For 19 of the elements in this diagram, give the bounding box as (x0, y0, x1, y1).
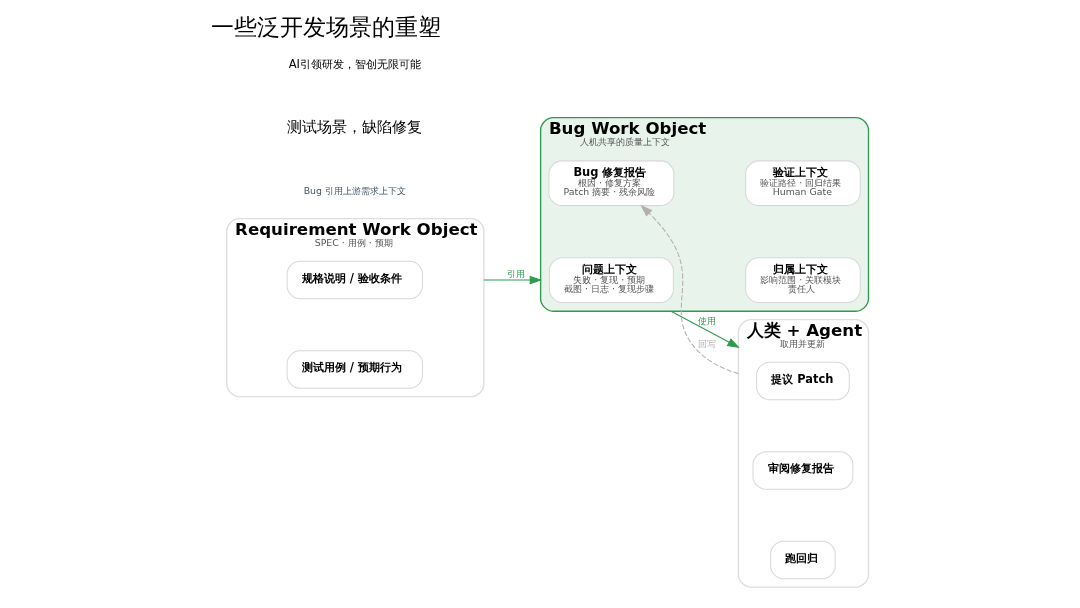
node-label: Bug 引用上游需求上下文 (303, 184, 406, 196)
edge-label: 引用 (506, 268, 525, 280)
node-box: 规格说明 / 验收条件 (286, 260, 423, 300)
node-box: 审阅修复报告 (751, 451, 853, 490)
node-box: 归属上下文 影响范围 · 关联模块 责任人 (744, 257, 861, 303)
diagram-title: 一些泛开发场景的重塑 (210, 14, 441, 41)
arrow (639, 204, 739, 375)
node-box: Bug 修复报告 根因 · 修复方案 Patch 摘要 · 残余风险 (547, 160, 674, 207)
node-box: 提议 Patch (755, 361, 850, 401)
node-box: 测试用例 / 预期行为 (286, 350, 423, 389)
arrow (482, 275, 542, 285)
node-box: 问题上下文 失败 · 复现 · 预期 截图 · 日志 · 复现步骤 (548, 257, 674, 303)
node-box: 验证上下文 验证路径 · 回归结果 Human Gate (744, 160, 861, 207)
edge-label: 使用 (697, 314, 716, 326)
node-box: 跑回归 (769, 540, 836, 580)
label: AI引领研发，智创无限可能 (288, 56, 421, 71)
arrow (670, 310, 740, 348)
edge-label: 回写 (697, 337, 716, 349)
label: 测试场景，缺陷修复 (286, 117, 422, 135)
